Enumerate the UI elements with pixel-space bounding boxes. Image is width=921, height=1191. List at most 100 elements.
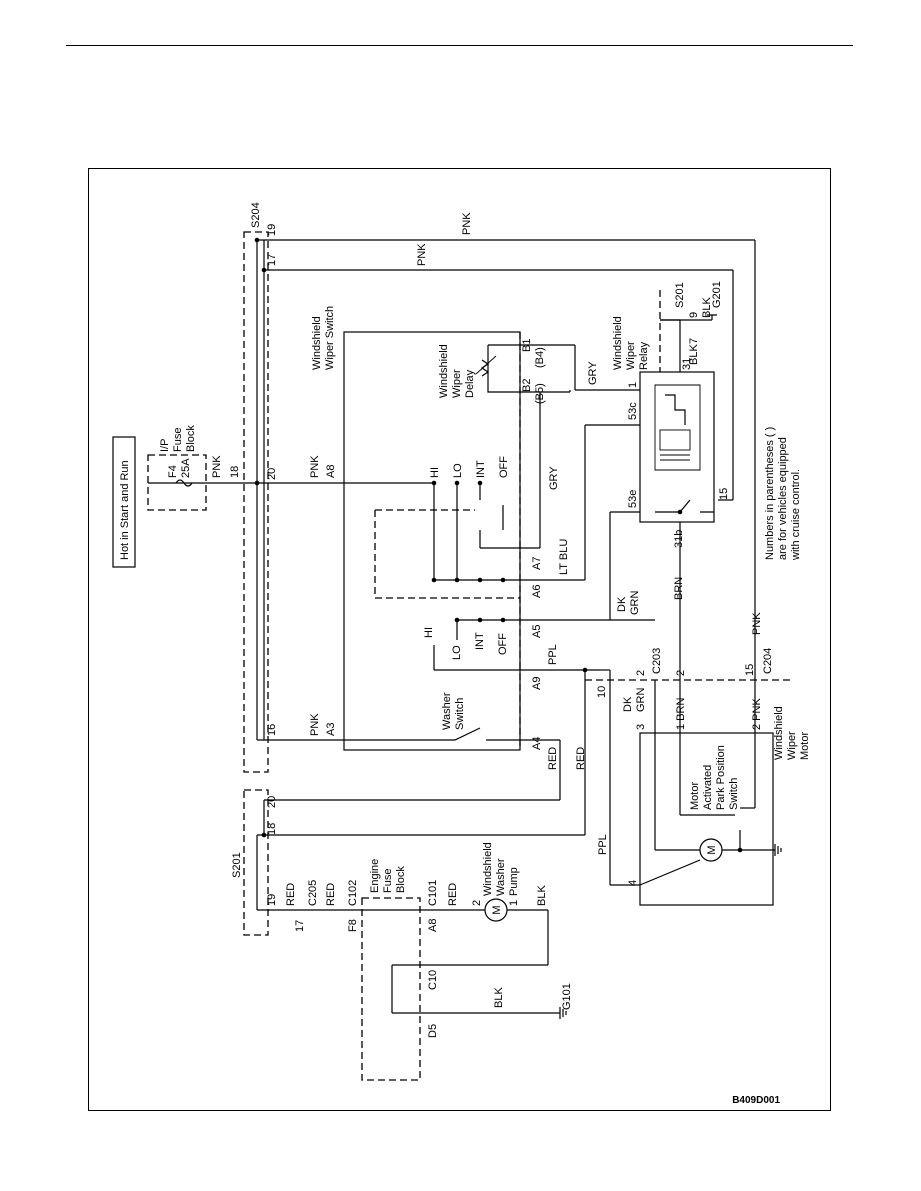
delay-wiring	[487, 344, 520, 393]
c203-label: C203	[651, 648, 663, 674]
ip-fuse-block-line1: I/P	[159, 439, 171, 452]
delay-line2: Wiper	[451, 369, 463, 398]
c102-label: C102	[347, 880, 359, 906]
pump-line1: Windshield	[482, 842, 494, 896]
ip-fuse-block-line3: Block	[185, 425, 197, 452]
relay-term-31: 31	[681, 358, 693, 370]
fuse-rating-label: 25A	[180, 458, 192, 478]
wire-blk-relay: BLK	[688, 344, 700, 365]
c203-pin-2b: 2	[675, 670, 687, 676]
engine-fuse-block-box	[361, 897, 421, 1081]
relay-line3: Relay	[638, 341, 650, 370]
c203-pin-2a: 2	[635, 670, 647, 676]
pos-int-upper: INT	[475, 460, 487, 478]
wire-pnk-fuse: PNK	[211, 455, 223, 478]
pos-lo-lower: LO	[451, 645, 463, 660]
relay-coil-symbol	[659, 429, 691, 451]
s204-label: S204	[250, 202, 262, 228]
pin-a3: A3	[325, 723, 337, 736]
pin-19-s201: 19	[266, 894, 278, 906]
pin-b2: B2	[521, 379, 533, 392]
relay-term-53e: 53e	[627, 490, 639, 508]
wiper-switch-line2: Wiper Switch	[324, 306, 336, 370]
pin-20-s204: 20	[266, 468, 278, 480]
wire-red-s201: RED	[285, 883, 297, 906]
pin-a4: A4	[531, 737, 543, 750]
motor-line1: Windshield	[773, 706, 785, 760]
lower-contacts	[433, 619, 520, 671]
pin-9: 9	[688, 312, 700, 318]
ip-fuse-block-line2: Fuse	[172, 428, 184, 452]
note-line1: Numbers in parentheses ( )	[764, 427, 776, 560]
wiper-motor-symbol	[699, 838, 723, 862]
relay-term-31b: 31b	[673, 530, 685, 548]
wire-gry-1: GRY	[587, 361, 599, 385]
motor-pin-1brn: 1 BRN	[675, 698, 687, 730]
delay-line3: Delay	[464, 369, 476, 398]
wiper-switch-box	[343, 331, 521, 751]
g101-ground-symbol	[559, 1007, 567, 1019]
motor-line3: Motor	[799, 732, 811, 760]
c101-label: C101	[427, 880, 439, 906]
wire-red-a4: RED	[547, 747, 559, 770]
wire-brn-relay: BRN	[673, 577, 685, 600]
washer-switch-line1: Washer	[441, 692, 453, 730]
wiper-switch-line1: Windshield	[311, 316, 323, 370]
c203-pin-10: 10	[596, 686, 608, 698]
relay-line2: Wiper	[625, 341, 637, 370]
wire-pnk-a8: PNK	[309, 455, 321, 478]
motor-pin-3: 3	[635, 724, 647, 730]
pin-a5: A5	[531, 625, 543, 638]
diagram-id: B409D001	[732, 1095, 780, 1106]
pin-16: 16	[266, 724, 278, 736]
pin-d5: D5	[427, 1024, 439, 1038]
pin-a8: A8	[325, 465, 337, 478]
header-rule	[66, 45, 853, 46]
wire-pnk-a3: PNK	[309, 713, 321, 736]
s201-left-splice-box	[243, 789, 269, 936]
park-line2: Activated	[702, 765, 714, 810]
pin-a7: A7	[531, 557, 543, 570]
wire-blk-pump: BLK	[536, 885, 548, 906]
wire-dk-a5: DK	[616, 596, 628, 612]
wire-blk-g201: BLK	[701, 297, 713, 318]
pin-18-s201: 18	[266, 823, 278, 835]
c205-label: C205	[307, 880, 319, 906]
washer-switch-contact	[344, 727, 520, 741]
s201-right-label: S201	[674, 282, 686, 308]
park-line3: Park Position	[715, 745, 727, 810]
relay-term-15: 15	[718, 488, 730, 500]
wiper-relay-box	[639, 371, 715, 523]
pin-a8-engine: A8	[427, 919, 439, 932]
wiper-motor-m: M	[706, 845, 718, 854]
c204-label: C204	[762, 648, 774, 674]
park-line1: Motor	[689, 782, 701, 810]
pin-a9: A9	[531, 677, 543, 690]
pin-20-s201: 20	[266, 796, 278, 808]
switch-output-wires	[257, 344, 655, 836]
motor-pin-2pnk: 2 PNK	[751, 698, 763, 730]
pin-18-fuse: 18	[229, 466, 241, 478]
relay-switch-contact	[655, 499, 714, 513]
g101-label: G101	[561, 983, 573, 1010]
pin-a6: A6	[531, 585, 543, 598]
motor-brush-link	[639, 859, 701, 886]
pos-hi-upper: HI	[429, 467, 441, 478]
delay-line1: Windshield	[438, 344, 450, 398]
wire-red-c205: RED	[325, 883, 337, 906]
pos-lo-upper: LO	[452, 463, 464, 478]
pos-int-lower: INT	[474, 632, 486, 650]
relay-line1: Windshield	[612, 316, 624, 370]
engine-fuse-line1: Engine	[369, 859, 381, 893]
s204-splice-box	[243, 231, 269, 773]
pos-hi-lower: HI	[423, 627, 435, 638]
relay-term-1: 1	[627, 382, 639, 388]
engine-fuse-line2: Fuse	[382, 869, 394, 893]
fuse-f4-label: F4	[167, 465, 179, 478]
relay-timer-symbol	[665, 394, 686, 425]
pin-f8: F8	[347, 919, 359, 932]
wiper-motor-box	[639, 732, 774, 906]
relay-coil-frame	[654, 384, 701, 471]
motor-pin-4: 4	[627, 880, 639, 886]
